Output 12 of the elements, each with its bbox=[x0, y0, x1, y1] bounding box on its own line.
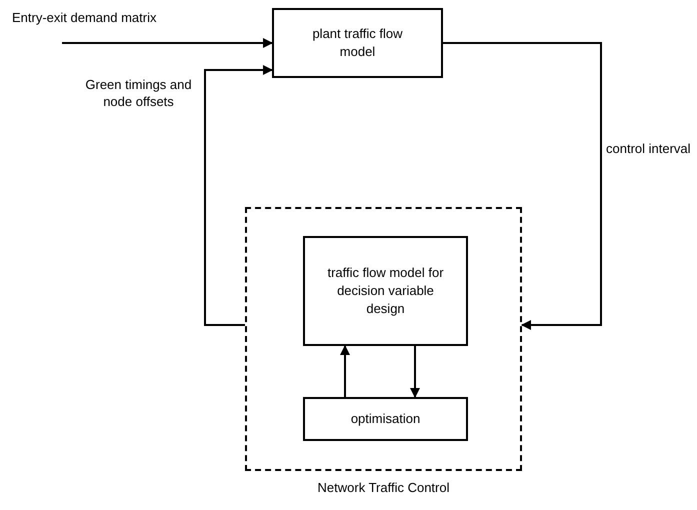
process-box: plant traffic flow model bbox=[272, 8, 443, 78]
edge-label: control interval bbox=[606, 140, 692, 157]
process-box: optimisation bbox=[303, 397, 468, 441]
edge-label: Green timings and node offsets bbox=[84, 76, 193, 110]
group-title: Network Traffic Control bbox=[316, 479, 450, 497]
edge-label: Entry-exit demand matrix bbox=[12, 9, 158, 26]
arrow bbox=[340, 345, 350, 397]
arrow bbox=[443, 42, 602, 330]
arrow bbox=[204, 65, 273, 326]
arrow bbox=[410, 346, 420, 398]
arrow bbox=[62, 38, 273, 48]
process-box: traffic flow model for decision variable design bbox=[303, 236, 468, 346]
